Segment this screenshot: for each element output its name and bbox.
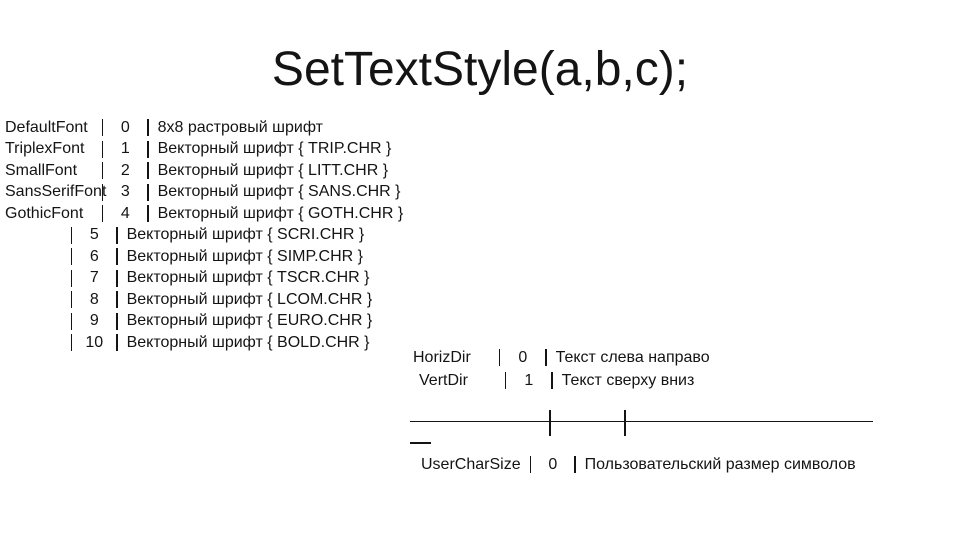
- constant-description: Векторный шрифт { BOLD.CHR }: [126, 333, 370, 351]
- constant-value: 10: [85, 333, 104, 351]
- constant-name: UserCharSize: [421, 455, 521, 473]
- constant-description: Векторный шрифт { LITT.CHR }: [157, 161, 389, 179]
- column-separator: [71, 334, 73, 352]
- column-separator: [102, 140, 104, 158]
- constant-value: 2: [120, 161, 130, 179]
- dash-mark: [410, 442, 431, 444]
- column-separator: [147, 205, 149, 223]
- column-separator: [71, 312, 73, 330]
- constant-value: 7: [89, 269, 99, 287]
- column-separator: [116, 226, 118, 244]
- table-row: HorizDir 0 Текст слева направо: [410, 346, 710, 369]
- constant-description: Векторный шрифт { TSCR.CHR }: [126, 269, 370, 287]
- constant-description: Векторный шрифт { TRIP.CHR }: [157, 140, 392, 158]
- table-row: 7 Векторный шрифт { TSCR.CHR }: [2, 268, 403, 290]
- column-separator: [116, 269, 118, 287]
- column-separator: [102, 183, 104, 201]
- column-separator: [147, 183, 149, 201]
- constant-name: HorizDir: [413, 348, 471, 366]
- table-row: SmallFont 2 Векторный шрифт { LITT.CHR }: [2, 160, 403, 182]
- column-separator: [71, 269, 73, 287]
- constant-name: SansSerifFont: [5, 183, 107, 201]
- column-separator: [102, 205, 104, 223]
- constant-description: Векторный шрифт { SCRI.CHR }: [126, 226, 365, 244]
- constant-value: 3: [120, 183, 130, 201]
- table-row: 9 Векторный шрифт { EURO.CHR }: [2, 311, 403, 333]
- column-separator: [116, 334, 118, 352]
- column-separator: [116, 291, 118, 309]
- column-separator: [116, 248, 118, 266]
- constant-value: 0: [518, 348, 528, 366]
- column-separator: [545, 349, 547, 366]
- constant-description: Векторный шрифт { EURO.CHR }: [126, 312, 373, 330]
- char-size-table: UserCharSize 0 Пользовательский размер с…: [418, 453, 856, 476]
- constant-description: Векторный шрифт { SIMP.CHR }: [126, 247, 364, 265]
- constant-value: 4: [120, 204, 130, 222]
- constant-description: Текст слева направо: [555, 348, 710, 366]
- table-row: 5 Векторный шрифт { SCRI.CHR }: [2, 225, 403, 247]
- constant-name: SmallFont: [5, 161, 78, 179]
- constant-value: 8: [89, 290, 99, 308]
- column-separator: [71, 291, 73, 309]
- constant-description: Векторный шрифт { LCOM.CHR }: [126, 290, 373, 308]
- slide-title: SetTextStyle(a,b,c);: [271, 43, 689, 96]
- constant-value: 1: [524, 371, 534, 389]
- column-separator: [147, 119, 149, 137]
- table-row: TriplexFont 1 Векторный шрифт { TRIP.CHR…: [2, 139, 403, 161]
- constant-value: 5: [89, 226, 99, 244]
- table-row: UserCharSize 0 Пользовательский размер с…: [418, 453, 856, 476]
- table-row: SansSerifFont 3 Векторный шрифт { SANS.C…: [2, 182, 403, 204]
- tick-mark: [624, 410, 626, 436]
- font-constants-table: DefaultFont 0 8x8 растровый шрифт Triple…: [2, 117, 403, 354]
- column-separator: [102, 119, 104, 137]
- column-separator: [102, 162, 104, 180]
- table-row: GothicFont 4 Векторный шрифт { GOTH.CHR …: [2, 203, 403, 225]
- constant-value: 1: [120, 140, 130, 158]
- constant-description: Пользовательский размер символов: [584, 455, 856, 473]
- column-separator: [147, 162, 149, 180]
- constant-value: 9: [89, 312, 99, 330]
- constant-value: 6: [89, 247, 99, 265]
- table-row: 8 Векторный шрифт { LCOM.CHR }: [2, 289, 403, 311]
- constant-value: 0: [120, 118, 130, 136]
- constant-name: VertDir: [419, 371, 468, 389]
- horizontal-line: [410, 421, 873, 423]
- column-separator: [530, 456, 532, 473]
- column-separator: [574, 456, 576, 473]
- measurement-line: [410, 410, 873, 436]
- constant-name: DefaultFont: [5, 118, 88, 136]
- direction-constants-table: HorizDir 0 Текст слева направо VertDir 1…: [410, 346, 710, 392]
- constant-value: 0: [548, 455, 558, 473]
- table-row: DefaultFont 0 8x8 растровый шрифт: [2, 117, 403, 139]
- column-separator: [71, 226, 73, 244]
- column-separator: [505, 372, 507, 389]
- column-separator: [147, 140, 149, 158]
- column-separator: [499, 349, 501, 366]
- constant-name: TriplexFont: [5, 140, 85, 158]
- constant-description: Векторный шрифт { GOTH.CHR }: [157, 204, 404, 222]
- table-row: 10 Векторный шрифт { BOLD.CHR }: [2, 332, 403, 354]
- constant-name: GothicFont: [5, 204, 84, 222]
- table-row: 6 Векторный шрифт { SIMP.CHR }: [2, 246, 403, 268]
- constant-description: Векторный шрифт { SANS.CHR }: [157, 183, 401, 201]
- table-row: VertDir 1 Текст сверху вниз: [410, 369, 710, 392]
- constant-description: Текст сверху вниз: [561, 371, 695, 389]
- constant-description: 8x8 растровый шрифт: [157, 118, 323, 136]
- column-separator: [116, 312, 118, 330]
- column-separator: [551, 372, 553, 389]
- column-separator: [71, 248, 73, 266]
- tick-mark: [549, 410, 551, 436]
